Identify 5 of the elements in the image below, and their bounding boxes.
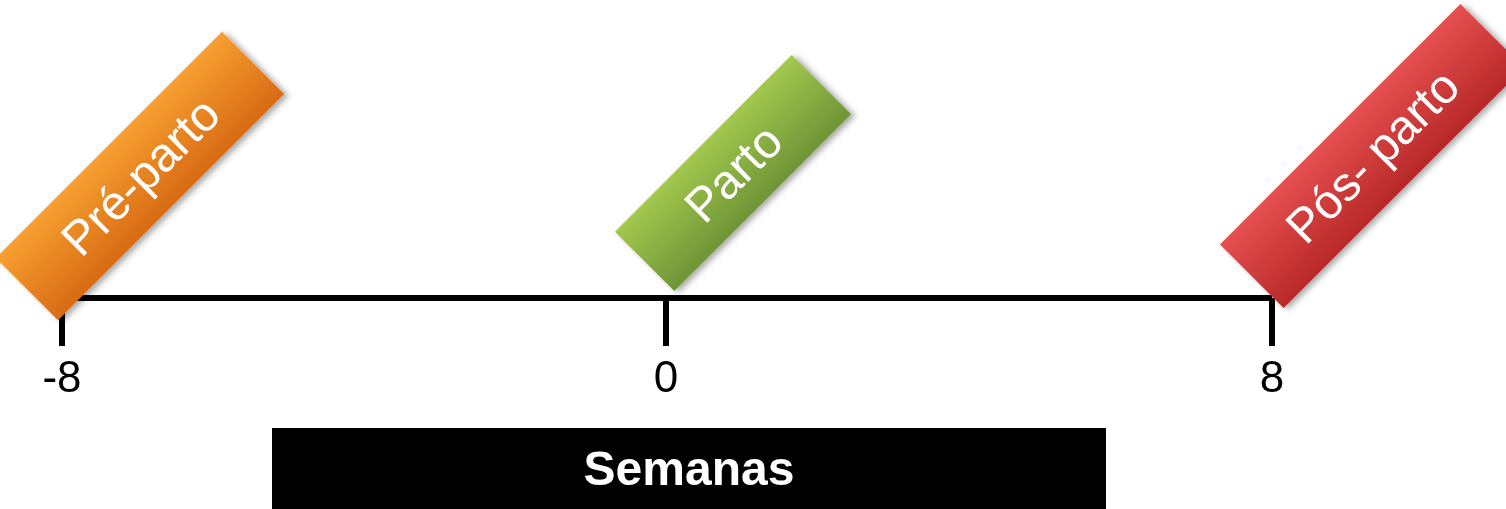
tick-label: 0 [653,352,679,402]
axis-title-bar [272,428,1106,509]
tick-label: -8 [42,352,82,402]
axis-title: Semanas [583,441,795,496]
tick-label: 8 [1259,352,1285,402]
